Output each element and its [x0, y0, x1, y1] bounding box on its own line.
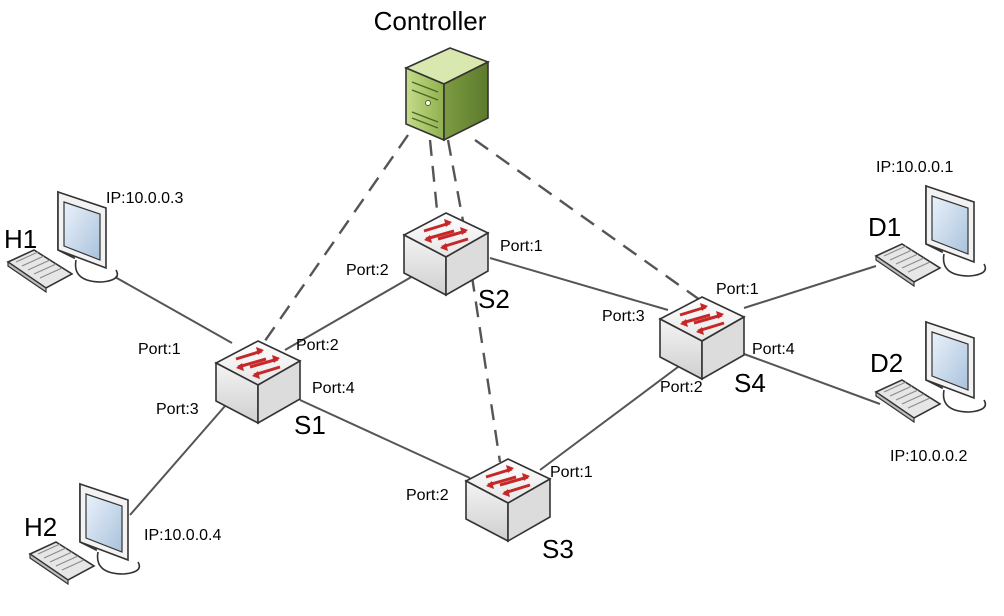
- link-s4-d1: [743, 265, 877, 309]
- control-link-s1: [259, 134, 409, 349]
- port-label-s4-d1: Port:1: [716, 281, 759, 298]
- port-label-s4-s3: Port:2: [660, 379, 703, 396]
- switch-s1[interactable]: [214, 339, 302, 425]
- host-d1-ip: IP:10.0.0.1: [876, 159, 953, 176]
- host-h1-label: H1: [4, 224, 37, 254]
- port-label-s2-s4: Port:1: [500, 238, 543, 255]
- controller-server-icon[interactable]: [404, 47, 491, 142]
- link-s3-s4: [539, 357, 691, 471]
- host-h2-ip: IP:10.0.0.4: [144, 527, 221, 544]
- link-s1-s2: [284, 271, 421, 351]
- port-label-s2-s1: Port:2: [346, 262, 389, 279]
- controller-label: Controller: [374, 6, 487, 36]
- port-label-s4-s2: Port:3: [602, 308, 645, 325]
- switch-s2[interactable]: [402, 211, 490, 297]
- link-h1-s1: [114, 276, 233, 344]
- switch-s1-label: S1: [294, 410, 326, 440]
- host-h1-ip: IP:10.0.0.3: [106, 190, 183, 207]
- switch-s3[interactable]: [464, 457, 552, 543]
- host-d2-ip: IP:10.0.0.2: [890, 448, 967, 465]
- port-label-s3-s1: Port:2: [406, 487, 449, 504]
- host-h2-label: H2: [24, 512, 57, 542]
- control-link-s4: [474, 139, 701, 301]
- control-link-s2: [428, 139, 440, 221]
- switch-s3-label: S3: [542, 534, 574, 564]
- port-label-s1-s2: Port:2: [296, 337, 339, 354]
- link-s4-d2: [743, 353, 881, 405]
- switch-s4[interactable]: [658, 295, 746, 381]
- switch-s4-label: S4: [734, 368, 766, 398]
- port-label-s1-h1: Port:1: [138, 341, 181, 358]
- host-d2-label: D2: [870, 348, 903, 378]
- port-label-s1-s3: Port:4: [312, 380, 355, 397]
- port-label-s4-d2: Port:4: [752, 341, 795, 358]
- host-d1-label: D1: [868, 212, 901, 242]
- link-h2-s1: [129, 397, 233, 516]
- link-s2-s4: [489, 257, 669, 311]
- control-link-s3: [466, 249, 502, 463]
- port-label-s3-s4: Port:1: [550, 464, 593, 481]
- link-s1-s3: [299, 399, 471, 479]
- port-label-s1-h2: Port:3: [156, 401, 199, 418]
- switch-s2-label: S2: [478, 284, 510, 314]
